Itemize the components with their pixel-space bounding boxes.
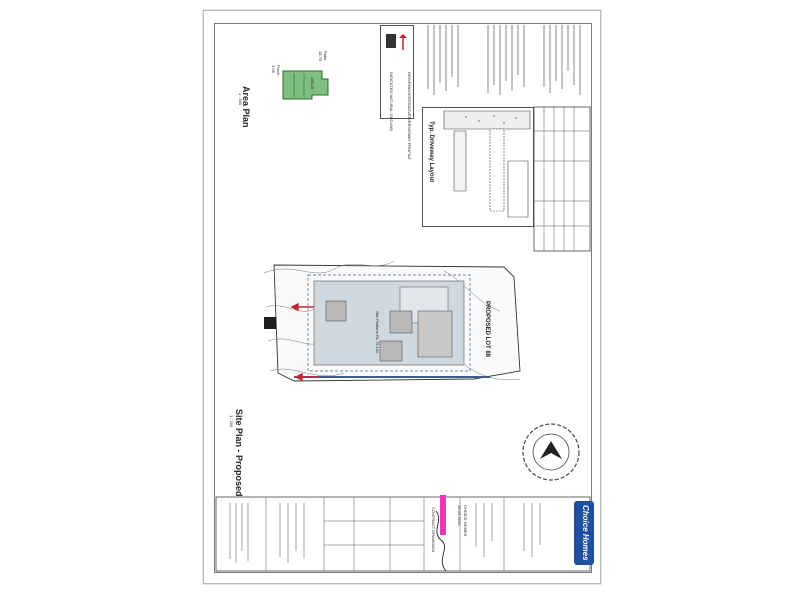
legend-box: DRIVEWAY/CROSSOVER/DRIVEWAY PROFILE INDI…: [380, 25, 414, 160]
driveway-graphic: [443, 110, 531, 218]
area-plan-graphic: [282, 70, 329, 100]
site-plan-graphic: [263, 260, 521, 382]
company-logo: Choice Homes: [574, 501, 594, 565]
drawing-date: 15-05-2020: [457, 505, 462, 526]
title-block-grid: [215, 495, 591, 572]
north-arrow-icon: [522, 423, 580, 481]
drawing-status: CONTRACT DRAWINGS: [431, 507, 436, 553]
red-arrow-icon: [399, 34, 407, 50]
company-name: Choice Homes: [581, 505, 590, 561]
schedule-grid: [533, 106, 591, 252]
legend-swatch: [386, 34, 396, 48]
drawing-sheet: Area Plan 1 : 500 Patio 18.75 Porch 3.06…: [203, 10, 601, 584]
driveway-frame: [422, 107, 534, 227]
client-label: CHOICE HOMES: [463, 505, 468, 537]
notes-text-lines: [427, 25, 581, 95]
sheet-border: [214, 23, 592, 573]
